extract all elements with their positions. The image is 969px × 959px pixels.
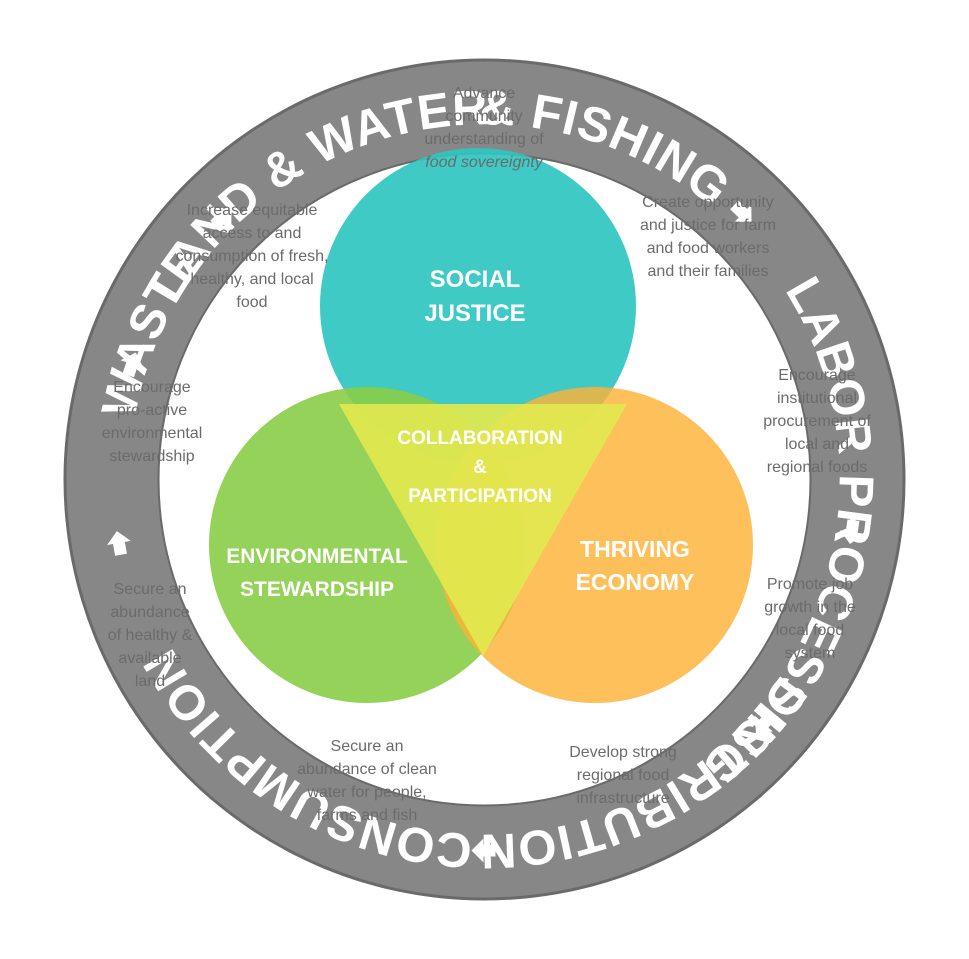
goal-line: regional foods bbox=[766, 459, 868, 476]
collaboration-line1: COLLABORATION bbox=[397, 428, 563, 449]
goal-line: land bbox=[134, 673, 166, 690]
goal-line: Encourage bbox=[113, 379, 191, 396]
goal-line: system bbox=[784, 645, 836, 662]
goal-environmental-stewardship: Encourage pro-active environmental stewa… bbox=[77, 376, 227, 468]
goal-line: institutional bbox=[776, 390, 858, 407]
venn-circles bbox=[209, 148, 753, 703]
goal-line-italic: food sovereignty bbox=[425, 154, 543, 171]
goal-line: community bbox=[445, 108, 523, 125]
goal-equitable-access: Increase equitable access to and consump… bbox=[152, 199, 352, 314]
goal-line: and their families bbox=[647, 263, 769, 280]
goal-line: and justice for farm bbox=[639, 217, 777, 234]
goal-institutional-procurement: Encourage institutional procurement of l… bbox=[742, 364, 892, 479]
goal-line: Secure an bbox=[330, 738, 404, 755]
goal-land-abundance: Secure an abundance of healthy & availab… bbox=[85, 578, 215, 693]
goal-line: and food workers bbox=[646, 240, 770, 257]
goal-line: water for people, bbox=[307, 784, 427, 801]
goal-job-growth: Promote job growth in the local food sys… bbox=[745, 573, 875, 665]
thriving-economy-label: THRIVING ECONOMY bbox=[555, 533, 715, 599]
social-justice-circle bbox=[320, 148, 636, 464]
goal-line: abundance bbox=[110, 604, 190, 621]
goal-line: Secure an bbox=[113, 581, 187, 598]
goal-line: healthy, and local bbox=[190, 271, 314, 288]
goal-line: understanding of bbox=[424, 131, 544, 148]
goal-line: Advance bbox=[452, 85, 516, 102]
collaboration-triangle bbox=[339, 404, 627, 656]
goal-line: access to and bbox=[202, 225, 302, 242]
social-justice-label: SOCIAL JUSTICE bbox=[395, 263, 555, 331]
goal-line: Increase equitable bbox=[186, 202, 318, 219]
goal-line: regional food bbox=[576, 767, 670, 784]
goal-line: Encourage bbox=[778, 367, 856, 384]
goal-line: Create opportunity bbox=[642, 194, 774, 211]
goal-line: food sovereignty bbox=[384, 151, 584, 174]
collaboration-line3: PARTICIPATION bbox=[408, 486, 552, 507]
collaboration-line2: & bbox=[473, 457, 487, 478]
goal-line: growth in the bbox=[764, 599, 856, 616]
goal-line: available bbox=[118, 650, 182, 667]
goal-line: farms and fish bbox=[316, 807, 418, 824]
goal-line: abundance of clean bbox=[297, 761, 437, 778]
goal-line: pro-active bbox=[116, 402, 188, 419]
thriving-line2: ECONOMY bbox=[575, 569, 695, 595]
thriving-line1: THRIVING bbox=[580, 536, 690, 562]
goal-line: local and bbox=[784, 436, 850, 453]
goal-clean-water: Secure an abundance of clean water for p… bbox=[277, 735, 457, 827]
social-justice-line1: SOCIAL bbox=[429, 266, 521, 293]
goal-community-understanding: Advance community understanding of food … bbox=[384, 82, 584, 174]
goal-line: Develop strong bbox=[569, 744, 677, 761]
goal-line: procurement of bbox=[763, 413, 871, 430]
goal-line: infrastructure bbox=[576, 790, 670, 807]
goal-line: local food bbox=[775, 622, 845, 639]
goal-line: consumption of fresh, bbox=[175, 248, 329, 265]
environmental-line2: STEWARDSHIP bbox=[239, 578, 394, 601]
goal-line: stewardship bbox=[109, 448, 195, 465]
goal-line: Promote job bbox=[766, 576, 854, 593]
goal-line: environmental bbox=[101, 425, 203, 442]
goal-line: food bbox=[236, 294, 268, 311]
collaboration-label: COLLABORATION & PARTICIPATION bbox=[380, 424, 580, 511]
environmental-line1: ENVIRONMENTAL bbox=[226, 545, 408, 568]
goal-worker-justice: Create opportunity and justice for farm … bbox=[608, 191, 808, 283]
goal-line: of healthy & bbox=[107, 627, 193, 644]
goal-regional-infrastructure: Develop strong regional food infrastruct… bbox=[543, 741, 703, 810]
social-justice-line2: JUSTICE bbox=[424, 300, 526, 327]
environmental-stewardship-label: ENVIRONMENTAL STEWARDSHIP bbox=[202, 540, 432, 606]
